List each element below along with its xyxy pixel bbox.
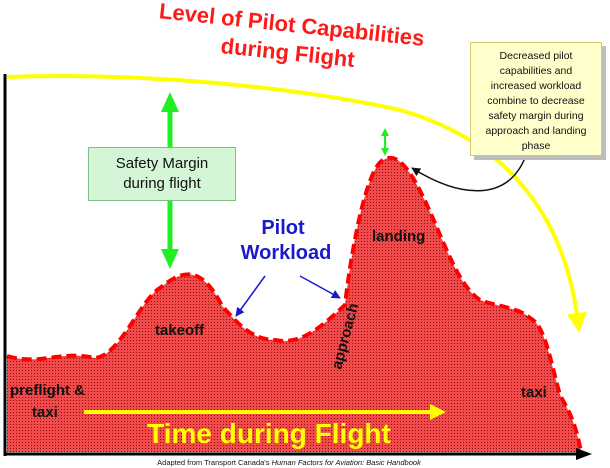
x-axis-arrowhead bbox=[576, 448, 592, 460]
source-credit-title: Human Factors for Aviation: Basic Handbo… bbox=[272, 458, 422, 467]
workload-pointer-left bbox=[235, 275, 266, 317]
phase-preflight-line1: preflight & bbox=[10, 382, 85, 399]
pilot-workload-line2: Workload bbox=[241, 242, 332, 264]
source-credit-prefix: Adapted from Transport Canada's bbox=[157, 458, 271, 467]
time-arrow-head bbox=[430, 404, 446, 420]
phase-takeoff: takeoff bbox=[155, 322, 205, 339]
safety-arrow-head-top bbox=[161, 92, 179, 112]
small-arrow-head-top bbox=[381, 128, 389, 136]
pilot-workload-line1: Pilot bbox=[261, 217, 305, 239]
x-axis-label: Time during Flight bbox=[147, 418, 391, 449]
workload-pointer-right bbox=[299, 275, 341, 299]
phase-preflight-line2: taxi bbox=[32, 404, 58, 421]
capability-curve bbox=[6, 74, 587, 333]
safety-margin-box: Safety Margin during flight bbox=[88, 147, 236, 201]
note-box: Decreased pilot capabilities and increas… bbox=[470, 42, 602, 156]
source-credit: Adapted from Transport Canada's Human Fa… bbox=[157, 458, 422, 467]
workload-area bbox=[7, 157, 581, 452]
workload-outline bbox=[6, 156, 583, 453]
phase-landing: landing bbox=[372, 228, 425, 245]
note-pointer-arrow bbox=[411, 157, 526, 192]
phase-taxi: taxi bbox=[521, 384, 547, 401]
safety-arrow-head-bottom bbox=[161, 249, 179, 269]
small-arrow-head-bottom bbox=[381, 148, 389, 156]
